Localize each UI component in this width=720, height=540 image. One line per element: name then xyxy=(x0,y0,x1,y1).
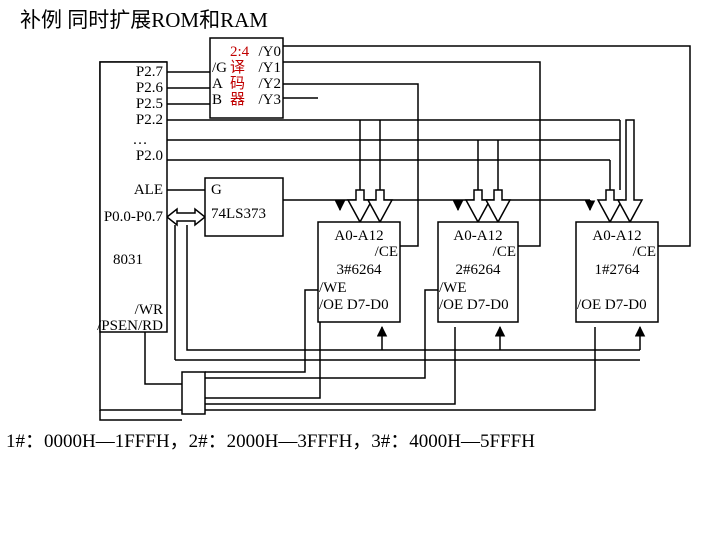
chip-2-6264: A0-A12 /CE 2#6264 /WE /OE D7-D0 xyxy=(437,221,519,323)
decoder-char-1: 译 xyxy=(230,59,245,76)
pin-p2-0: P2.0 xyxy=(136,148,163,164)
chip-addr: A0-A12 xyxy=(453,228,502,244)
decoder-2-4: 2:4 /G A B 译 码 器 /Y0 /Y1 /Y2 /Y3 xyxy=(209,37,284,119)
latch-g: G xyxy=(211,182,222,198)
pin-ellipsis: … xyxy=(133,132,148,148)
pin-p2-2: P2.2 xyxy=(136,112,163,128)
cpu-name: 8031 xyxy=(113,252,143,268)
decoder-g: /G xyxy=(212,60,227,76)
latch-74ls373: G 74LS373 xyxy=(204,177,284,237)
chip-ce: /CE xyxy=(493,244,516,260)
latch-name: 74LS373 xyxy=(211,206,266,222)
pin-wr: /WR xyxy=(135,302,163,318)
decoder-y2: /Y2 xyxy=(259,76,282,92)
chip-ce: /CE xyxy=(633,244,656,260)
decoder-y3: /Y3 xyxy=(259,92,282,108)
chip-oe-data: /OE D7-D0 xyxy=(439,297,509,313)
cpu-8031: P2.7 P2.6 P2.5 P2.2 … P2.0 ALE P0.0-P0.7… xyxy=(97,61,168,334)
chip-we: /WE xyxy=(319,280,347,296)
decoder-a: A xyxy=(212,76,223,92)
logic-gate xyxy=(181,371,206,415)
chip-3-6264: A0-A12 /CE 3#6264 /WE /OE D7-D0 xyxy=(317,221,401,323)
address-arrows xyxy=(165,119,644,227)
pin-ale: ALE xyxy=(134,182,163,198)
decoder-b: B xyxy=(212,92,222,108)
chip-ce: /CE xyxy=(375,244,398,260)
chip-name: 3#6264 xyxy=(337,262,383,278)
chip-name: 2#6264 xyxy=(456,262,502,278)
chip-1-2764: A0-A12 /CE 1#2764 /OE D7-D0 xyxy=(575,221,659,323)
decoder-char-3: 器 xyxy=(230,92,245,108)
page-title: 补例 同时扩展ROM和RAM xyxy=(20,8,268,32)
chip-we: /WE xyxy=(439,280,467,296)
chip-oe-data: /OE D7-D0 xyxy=(319,297,389,313)
pin-psen-rd: /PSEN/RD xyxy=(97,318,163,334)
decoder-y1: /Y1 xyxy=(259,60,282,76)
pin-p2-6: P2.6 xyxy=(136,80,164,96)
decoder-title: 2:4 xyxy=(230,44,250,60)
chip-addr: A0-A12 xyxy=(592,228,641,244)
pin-p0: P0.0-P0.7 xyxy=(104,209,164,225)
pin-p2-5: P2.5 xyxy=(136,96,163,112)
chip-name: 1#2764 xyxy=(595,262,641,278)
chip-addr: A0-A12 xyxy=(334,228,383,244)
address-map: 1#：0000H—1FFFH，2#：2000H—3FFFH，3#：4000H—5… xyxy=(6,431,535,452)
chip-oe-data: /OE D7-D0 xyxy=(577,297,647,313)
pin-p2-7: P2.7 xyxy=(136,64,164,80)
decoder-char-2: 码 xyxy=(230,75,245,92)
wires xyxy=(99,45,691,421)
decoder-y0: /Y0 xyxy=(259,44,282,60)
